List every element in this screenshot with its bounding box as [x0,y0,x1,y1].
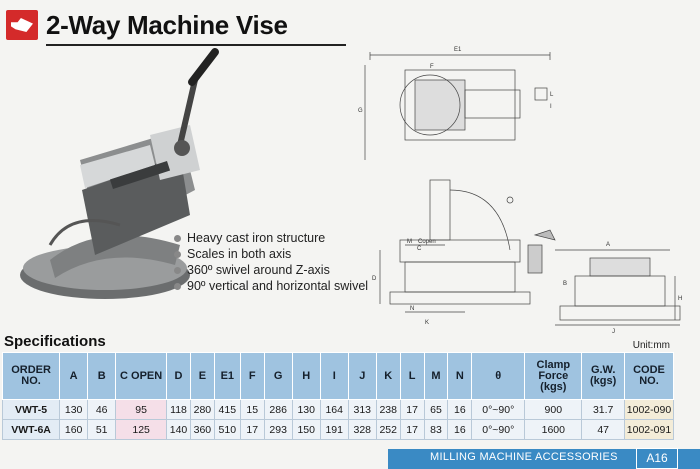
col-gross-weight: G.W. (kgs) [581,352,625,400]
footer-bar [388,449,700,469]
col-theta: θ [471,352,526,400]
front-view-drawing: A J H B [555,242,682,335]
col-k: K [375,352,401,400]
col-e: E [189,352,215,400]
col-e1: E1 [213,352,241,400]
feature-list: Heavy cast iron structure Scales in both… [174,230,368,294]
specifications-heading: Specifications [4,333,106,350]
top-view-drawing: E1 G F L I [358,47,554,160]
feature-item: 360º swivel around Z-axis [174,262,368,278]
dim-label-d: D [372,276,377,282]
dim-label-a: A [606,242,610,248]
col-f: F [239,352,265,400]
dim-label-l: L [550,92,554,98]
title-underline [46,44,346,46]
col-i: I [319,352,349,400]
feature-item: Heavy cast iron structure [174,230,368,246]
dim-label-k: K [425,320,429,326]
col-d: D [166,352,191,400]
col-c-open: C OPEN [115,352,168,400]
dim-label-n: N [410,306,414,312]
bullet-icon [174,282,181,290]
table-row: VWT-6A 160 51 125 140 360 510 17 293 150… [1,419,675,440]
dim-label-c: C [417,246,422,252]
bullet-icon [174,234,181,242]
table-header-row: ORDER NO. A B C OPEN D E E1 F G H I J K … [1,352,675,400]
feature-item: Scales in both axis [174,246,368,262]
specifications-table: ORDER NO. A B C OPEN D E E1 F G H I J K … [1,352,675,440]
brand-tab-icon [6,10,38,40]
dim-label-m: M [407,239,412,245]
col-a: A [59,352,89,400]
col-b: B [87,352,117,400]
table-row: VWT-5 130 46 95 118 280 415 15 286 130 1… [1,399,675,420]
unit-label: Unit:mm [632,340,670,351]
dim-label-g: G [358,108,363,114]
dim-label-h: H [678,296,682,302]
dim-label-j: J [612,329,615,335]
dim-label-copen: Copen [418,239,436,245]
footer-section-label: MILLING MACHINE ACCESSORIES [430,451,618,463]
bullet-icon [174,250,181,258]
col-n: N [447,352,473,400]
machine-vise-photo [20,48,219,299]
page-title: 2-Way Machine Vise [46,10,288,40]
page-header: 2-Way Machine Vise [0,6,700,46]
bullet-icon [174,266,181,274]
col-g: G [263,352,293,400]
col-m: M [423,352,449,400]
dim-label-i: I [550,104,552,110]
col-l: L [399,352,425,400]
col-code-no: CODE NO. [623,352,675,400]
col-h: H [291,352,321,400]
col-j: J [347,352,377,400]
feature-item: 90º vertical and horizontal swivel [174,278,368,294]
dim-label-b: B [563,281,567,287]
col-clamp-force: Clamp Force (kgs) [524,352,583,400]
side-view-drawing: M C Copen D N K [372,179,556,326]
col-order-no: ORDER NO. [1,352,61,400]
dim-label-f: F [430,64,434,70]
technical-drawings: E1 G F L I M C Copen D N K A [358,47,682,335]
page-number-badge: A16 [636,448,678,469]
dim-label-e1: E1 [454,47,462,53]
